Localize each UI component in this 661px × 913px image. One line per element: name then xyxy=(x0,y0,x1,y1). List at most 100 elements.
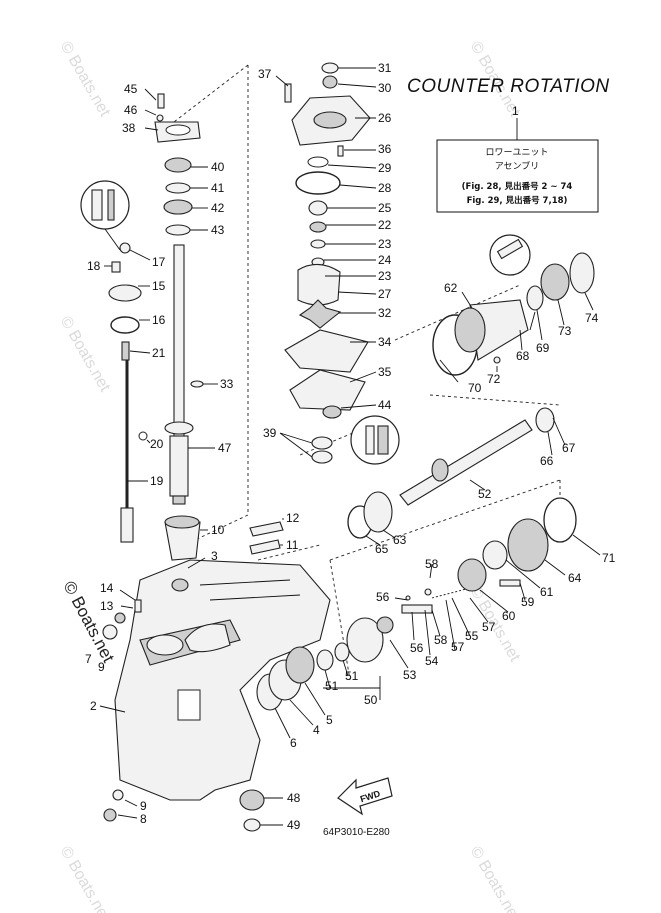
watermark-bottom-left: © Boats.net xyxy=(57,844,114,913)
label-38: 38 xyxy=(122,121,136,135)
drawing-code: 64P3010-E280 xyxy=(323,827,390,838)
label-12: 12 xyxy=(286,511,300,525)
part-labels: 31 30 26 36 29 28 25 22 23 24 23 27 32 3… xyxy=(85,61,616,832)
label-32: 32 xyxy=(378,306,392,320)
bearing-housing xyxy=(347,491,393,539)
label-70: 70 xyxy=(468,381,482,395)
label-11: 11 xyxy=(286,538,299,552)
assembly-line4: Fig. 29, 見出番号 7,18) xyxy=(467,195,568,206)
label-67: 67 xyxy=(562,441,576,455)
seal-detail xyxy=(350,415,400,465)
propeller-housing xyxy=(432,252,595,376)
label-23a: 23 xyxy=(378,237,392,251)
leader-lines xyxy=(99,67,601,826)
label-72: 72 xyxy=(487,372,501,386)
lower-housing xyxy=(114,559,331,801)
label-58a: 58 xyxy=(425,557,439,571)
shift-rod xyxy=(120,345,134,543)
watermark-top-left: © Boats.net xyxy=(57,39,114,121)
label-26: 26 xyxy=(378,111,392,125)
label-58b: 58 xyxy=(434,633,448,647)
label-4: 4 xyxy=(313,723,320,737)
label-50: 50 xyxy=(364,693,378,707)
watermark-bottom-right: © Boats.net xyxy=(467,844,524,913)
water-pump-parts xyxy=(284,62,371,464)
label-74: 74 xyxy=(585,311,599,325)
label-16: 16 xyxy=(152,313,166,327)
label-43: 43 xyxy=(211,223,225,237)
label-44: 44 xyxy=(378,398,392,412)
label-54: 54 xyxy=(425,654,439,668)
tool-detail xyxy=(489,234,531,276)
label-30: 30 xyxy=(378,81,392,95)
label-36: 36 xyxy=(378,142,392,156)
propeller-shaft xyxy=(399,407,555,506)
label-33: 33 xyxy=(220,377,234,391)
label-2: 2 xyxy=(90,699,97,713)
label-56a: 56 xyxy=(376,590,390,604)
label-18: 18 xyxy=(87,259,101,273)
label-1: 1 xyxy=(512,104,519,118)
label-9b: 9 xyxy=(140,799,147,813)
label-13: 13 xyxy=(100,599,114,613)
bearing-housing-parts xyxy=(154,93,201,236)
label-19: 19 xyxy=(150,474,164,488)
assembly-line1: ロワーユニット xyxy=(485,148,548,158)
label-53: 53 xyxy=(403,668,417,682)
bottom-left-parts xyxy=(102,599,142,822)
fwd-arrow: FWD xyxy=(337,777,393,816)
label-47: 47 xyxy=(218,441,232,455)
assembly-line2: アセンブリ xyxy=(495,160,540,172)
label-45: 45 xyxy=(124,82,138,96)
assembly-line3: (Fig. 28, 見出番号 2 ~ 74 xyxy=(462,181,573,192)
diagram-title: COUNTER ROTATION xyxy=(407,76,610,97)
label-59: 59 xyxy=(521,595,535,609)
label-40: 40 xyxy=(211,160,225,174)
label-35: 35 xyxy=(378,365,392,379)
label-14: 14 xyxy=(100,581,114,595)
left-small-parts xyxy=(108,242,204,441)
label-8: 8 xyxy=(140,812,147,826)
guide-lines xyxy=(169,64,561,681)
label-3: 3 xyxy=(211,549,218,563)
label-65: 65 xyxy=(375,542,389,556)
mid-parts xyxy=(164,515,284,592)
label-28: 28 xyxy=(378,181,392,195)
label-9a: 9 xyxy=(98,660,105,674)
label-62: 62 xyxy=(444,281,458,295)
clutch-parts xyxy=(401,540,521,614)
label-46: 46 xyxy=(124,103,138,117)
label-71: 71 xyxy=(602,551,616,565)
pinion-gear xyxy=(239,789,265,832)
label-39: 39 xyxy=(263,426,277,440)
label-60: 60 xyxy=(502,609,516,623)
shift-cam-detail xyxy=(80,180,130,251)
label-5: 5 xyxy=(326,713,333,727)
label-51a: 51 xyxy=(325,679,339,693)
label-31: 31 xyxy=(378,61,392,75)
label-6: 6 xyxy=(290,736,297,750)
label-48: 48 xyxy=(287,791,301,805)
label-22: 22 xyxy=(378,218,392,232)
label-23b: 23 xyxy=(378,269,392,283)
label-69: 69 xyxy=(536,341,550,355)
reverse-gear xyxy=(507,497,577,572)
label-27: 27 xyxy=(378,287,392,301)
label-24: 24 xyxy=(378,253,392,267)
forward-gear xyxy=(346,616,394,663)
label-10: 10 xyxy=(211,523,225,537)
label-63: 63 xyxy=(393,533,407,547)
label-34: 34 xyxy=(378,335,392,349)
label-42: 42 xyxy=(211,201,225,215)
label-56b: 56 xyxy=(410,641,424,655)
label-7: 7 xyxy=(85,652,92,666)
label-15: 15 xyxy=(152,279,166,293)
label-41: 41 xyxy=(211,181,225,195)
assembly-box: 1 ロワーユニット アセンブリ (Fig. 28, 見出番号 2 ~ 74 Fi… xyxy=(436,104,599,213)
label-57b: 57 xyxy=(482,620,496,634)
label-20: 20 xyxy=(150,437,164,451)
label-52: 52 xyxy=(478,487,492,501)
drive-shaft xyxy=(164,244,194,505)
label-17: 17 xyxy=(152,255,166,269)
